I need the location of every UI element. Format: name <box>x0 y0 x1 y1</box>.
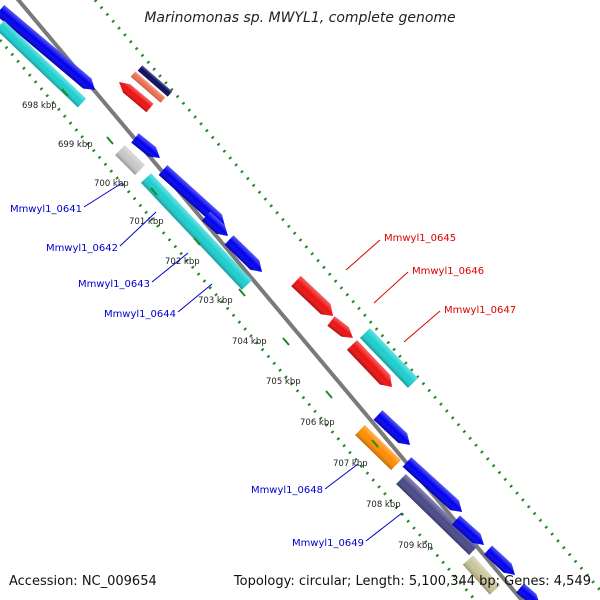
gene-label-left[interactable]: Mmwyl1_0644 <box>104 309 176 320</box>
tick-label: 706 kbp <box>300 418 335 428</box>
cds-forward[interactable] <box>373 410 415 449</box>
cds-forward[interactable] <box>158 165 230 231</box>
tick-labels: 698 kbp 699 kbp 700 kbp 701 kbp 702 kbp … <box>22 101 433 551</box>
tick-label: 701 kbp <box>129 217 164 227</box>
tick-label: 702 kbp <box>165 257 200 267</box>
tick-label: 709 kbp <box>398 541 433 551</box>
cds-forward[interactable] <box>396 473 479 556</box>
gene-label-left[interactable]: Mmwyl1_0649 <box>292 538 364 549</box>
gene-label-right[interactable]: Mmwyl1_0646 <box>412 266 484 277</box>
gene-label-left[interactable]: Mmwyl1_0648 <box>251 485 323 496</box>
cds-reverse[interactable] <box>291 275 338 321</box>
cds-reverse[interactable] <box>130 71 166 103</box>
cds-reverse[interactable] <box>327 316 356 342</box>
cds-reverse[interactable] <box>115 78 154 113</box>
gene-label-left[interactable]: Mmwyl1_0643 <box>78 279 150 290</box>
gene-label-right[interactable]: Mmwyl1_0645 <box>384 233 456 244</box>
cds-features <box>0 5 541 600</box>
accession-text: Accession: NC_009654 <box>9 574 157 589</box>
cds-forward[interactable] <box>0 20 87 108</box>
tick-label: 707 kbp <box>333 459 368 469</box>
tick-label: 708 kbp <box>366 500 401 510</box>
gene-labels: Mmwyl1_0641 Mmwyl1_0642 Mmwyl1_0643 Mmwy… <box>10 204 516 549</box>
cds-forward[interactable] <box>201 211 232 241</box>
gene-label-right[interactable]: Mmwyl1_0647 <box>444 305 516 316</box>
cds-forward[interactable] <box>131 133 163 162</box>
cds-forward[interactable] <box>402 457 467 517</box>
gene-label-left[interactable]: Mmwyl1_0641 <box>10 204 82 215</box>
map-title: Marinomonas sp. MWYL1, complete genome <box>144 10 456 26</box>
cds-forward[interactable] <box>224 235 266 276</box>
cds-forward[interactable] <box>140 173 253 290</box>
tick-label: 700 kbp <box>94 179 129 189</box>
cds-reverse[interactable] <box>346 340 397 392</box>
genome-backbone <box>15 0 525 600</box>
topology-text: Topology: circular; Length: 5,100,344 bp… <box>233 574 591 589</box>
cds-forward[interactable] <box>483 545 519 580</box>
gc-track-inner <box>0 39 477 600</box>
cds-forward[interactable] <box>0 5 99 95</box>
cds-forward[interactable] <box>462 555 501 595</box>
tick-label: 704 kbp <box>232 337 267 347</box>
cds-forward[interactable] <box>452 515 488 550</box>
tick-marks <box>61 88 379 448</box>
cds-forward[interactable] <box>355 424 401 471</box>
cds-forward[interactable] <box>115 145 145 175</box>
tick-label: 699 kbp <box>58 140 93 150</box>
gc-track-outer <box>93 0 600 591</box>
cds-reverse[interactable] <box>137 65 173 97</box>
leader-lines <box>83 182 441 542</box>
tick-label: 705 kbp <box>266 377 301 387</box>
tick-label: 703 kbp <box>198 296 233 306</box>
tick-label: 698 kbp <box>22 101 57 111</box>
gene-label-left[interactable]: Mmwyl1_0642 <box>46 243 118 254</box>
cds-reverse[interactable] <box>359 328 419 388</box>
